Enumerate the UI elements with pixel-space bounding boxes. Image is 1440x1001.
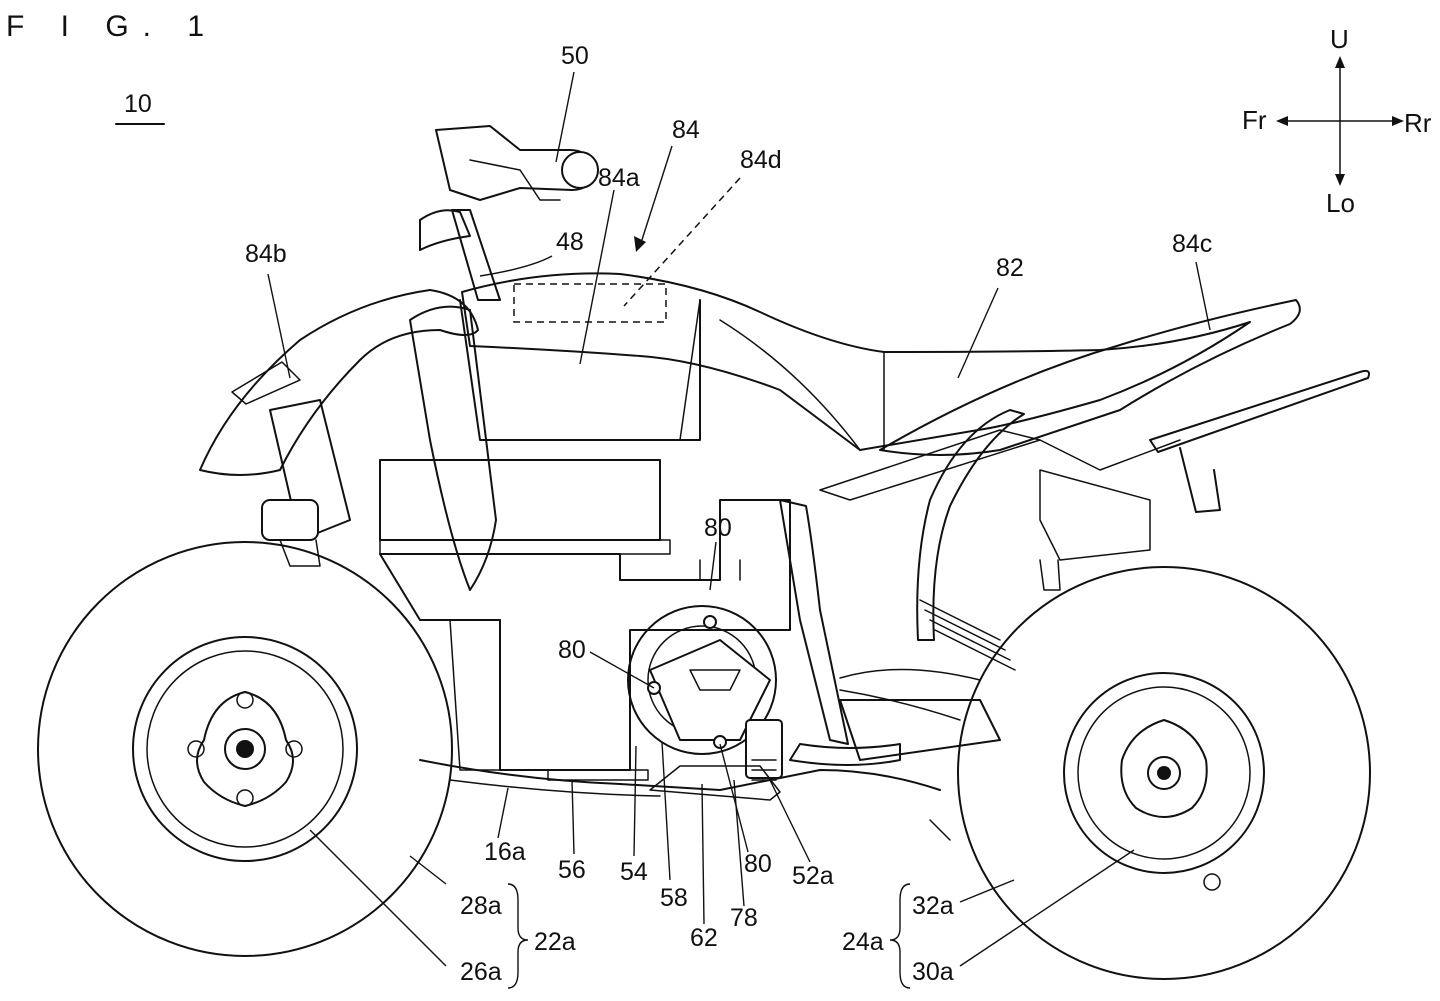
reference-labels: 50 84 84a 84d 84b 48 82 84c 80 80 80 16a… [245,42,1212,986]
front-tire [37,541,453,957]
direction-up-label: U [1330,24,1349,54]
label-82: 82 [996,254,1024,282]
front-wheel-rim [132,636,358,862]
direction-down-label: Lo [1326,188,1355,218]
label-84c: 84c [1172,230,1212,258]
label-22a: 22a [534,928,576,956]
label-30a: 30a [912,958,954,986]
label-80-top: 80 [704,514,732,542]
hidden-component-outline [513,283,667,323]
label-28a: 28a [460,892,502,920]
label-50: 50 [561,42,589,70]
figure-title: F I G. 1 [6,10,218,43]
label-80-bottom: 80 [744,850,772,878]
label-26a: 26a [460,958,502,986]
label-84: 84 [672,116,700,144]
label-48: 48 [556,228,584,256]
label-84a: 84a [598,164,640,192]
label-80-left: 80 [558,636,586,664]
label-56: 56 [558,856,586,884]
direction-rear-label: Rr [1404,108,1432,138]
leader-lines [267,71,1211,967]
label-32a: 32a [912,892,954,920]
vehicle-drawing [37,71,1371,989]
label-78: 78 [730,904,758,932]
figure-reference: 10 [124,90,152,118]
rear-wheel-rim [1063,672,1265,874]
orientation-indicator: U Lo Fr Rr [1242,24,1432,218]
label-84d: 84d [740,146,782,174]
label-24a: 24a [842,928,884,956]
label-84b: 84b [245,240,287,268]
label-62: 62 [690,924,718,952]
direction-front-label: Fr [1242,105,1267,135]
label-58: 58 [660,884,688,912]
label-16a: 16a [484,838,526,866]
rear-tire [957,566,1371,980]
label-54: 54 [620,858,648,886]
label-52a: 52a [792,862,834,890]
